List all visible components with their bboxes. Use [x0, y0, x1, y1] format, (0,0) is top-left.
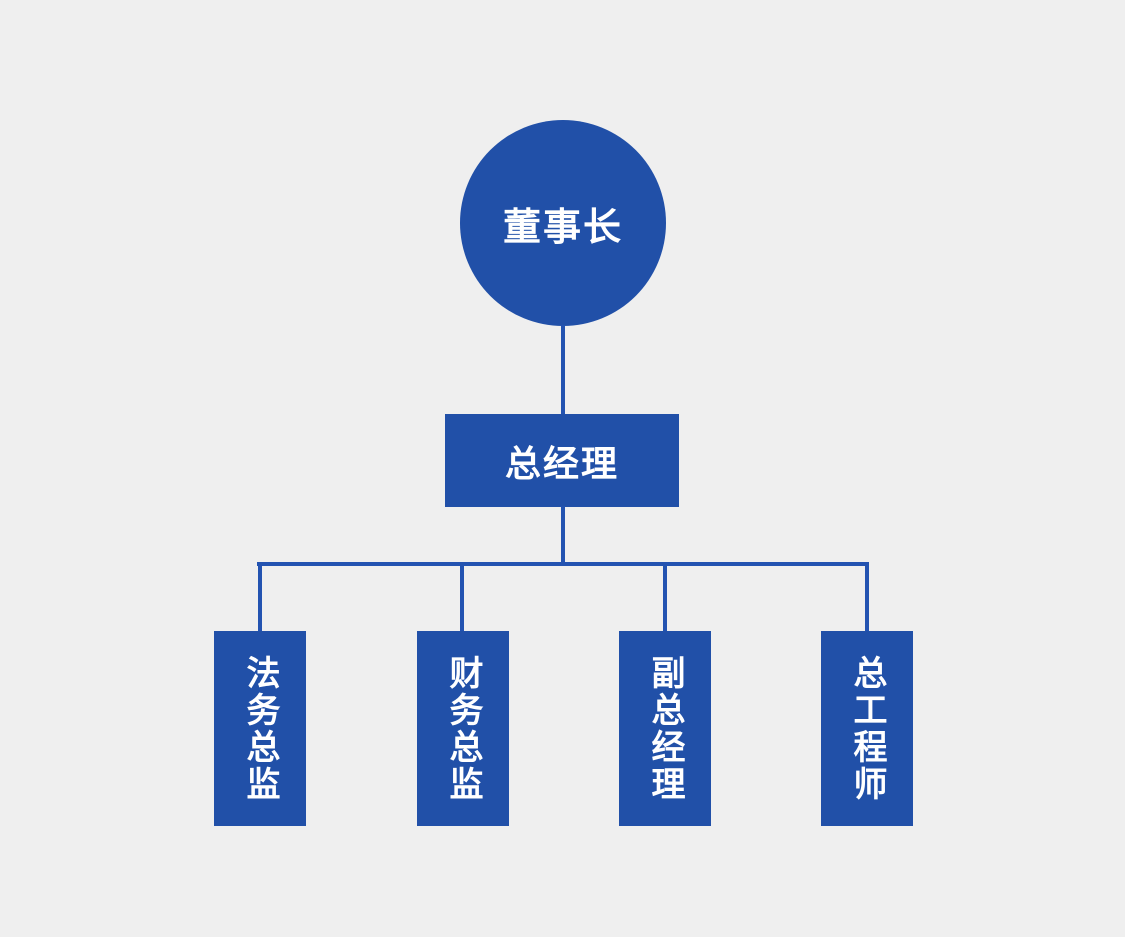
connector-gm-to-branch — [561, 506, 565, 564]
connector-branch-to-child-4 — [865, 565, 869, 631]
connector-branch-to-child-2 — [460, 565, 464, 631]
connector-root-to-gm — [561, 325, 565, 415]
org-node-general-manager: 总经理 — [445, 414, 679, 507]
org-node-deputy-general-manager: 副总经理 — [619, 631, 711, 826]
org-node-chairman: 董事长 — [460, 120, 666, 326]
org-node-legal-director-label: 法务总监 — [241, 654, 279, 803]
org-node-chairman-label: 董事长 — [502, 206, 623, 249]
connector-branch-to-child-3 — [663, 565, 667, 631]
org-node-finance-director: 财务总监 — [417, 631, 509, 826]
org-node-chief-engineer-label: 总工程师 — [848, 654, 886, 803]
connector-branch-to-child-1 — [258, 565, 262, 631]
connector-branch-line — [257, 562, 869, 566]
org-node-legal-director: 法务总监 — [214, 631, 306, 826]
org-node-chief-engineer: 总工程师 — [821, 631, 913, 826]
org-node-general-manager-label: 总经理 — [504, 442, 619, 484]
org-node-deputy-general-manager-label: 副总经理 — [646, 654, 684, 803]
org-node-finance-director-label: 财务总监 — [444, 654, 482, 803]
